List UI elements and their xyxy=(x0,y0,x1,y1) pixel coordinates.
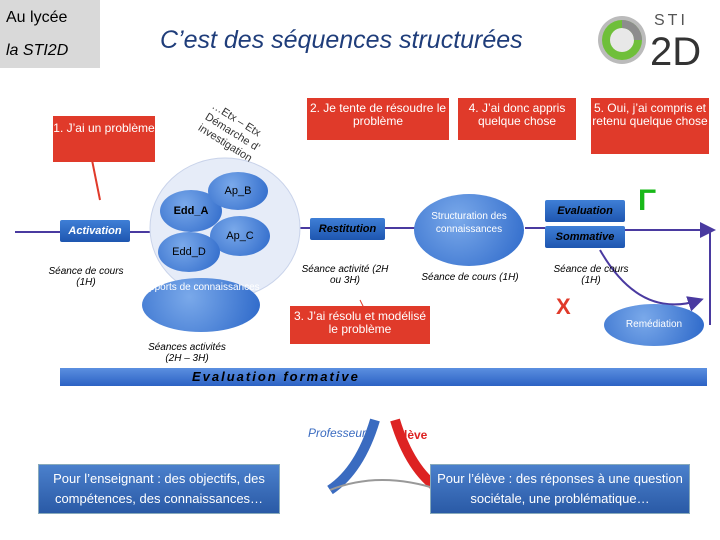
step-3-box: 3. J’ai résolu et modélisé le problème xyxy=(290,306,430,344)
remediation-node: Remédiation xyxy=(604,304,704,346)
caption-seances-activites: Séances activités (2H – 3H) xyxy=(148,342,226,364)
enseignant-box: Pour l’enseignant : des objectifs, des c… xyxy=(38,464,280,514)
step-4-box: 4. J’ai donc appris quelque chose xyxy=(458,98,576,140)
ap-b-node: Ap_B xyxy=(208,172,268,210)
cross-mark-icon: X xyxy=(556,294,571,319)
step-2-box: 2. Je tente de résoudre le problème xyxy=(307,98,449,140)
step-5-box: 5. Oui, j’ai compris et retenu quelque c… xyxy=(591,98,709,154)
logo-text-main: 2D xyxy=(650,30,702,74)
edd-d-node: Edd_D xyxy=(158,232,220,272)
caption-seance-cours-3: Séance de cours (1H) xyxy=(553,264,629,286)
eleve-box: Pour l’élève : des réponses à une questi… xyxy=(430,464,690,514)
evaluation-formative-bar: Evaluation formative xyxy=(60,368,707,386)
check-mark-icon: Γ xyxy=(638,184,657,217)
eleve-label: Elève xyxy=(396,428,428,442)
activation-node: Activation xyxy=(60,220,130,242)
caption-seance-cours-1: Séance de cours (1H) xyxy=(48,266,124,288)
corner-line-1: Au lycée xyxy=(6,9,68,26)
apports-node: Apports de connaissances xyxy=(142,278,260,332)
step-1-box: 1. J’ai un problème xyxy=(53,116,155,162)
ap-c-node: Ap_C xyxy=(210,216,270,256)
caption-seance-cours-2: Séance de cours (1H) xyxy=(421,272,519,283)
logo-text-top: STI xyxy=(654,12,688,29)
page-title: C’est des séquences structurées xyxy=(160,26,523,54)
corner-line-2: la STI2D xyxy=(6,42,69,59)
corner-label-box: Au lycée la STI2D xyxy=(0,0,100,68)
evaluation-formative-label: Evaluation formative xyxy=(192,369,360,384)
structuration-node: Structuration des connaissances xyxy=(414,194,524,266)
professeur-label: Professeur xyxy=(308,426,367,440)
sommative-node: Sommative xyxy=(545,226,625,248)
sti2d-logo-icon xyxy=(598,16,646,64)
evaluation-node: Evaluation xyxy=(545,200,625,222)
restitution-node: Restitution xyxy=(310,218,385,240)
caption-seance-activite: Séance activité (2H ou 3H) xyxy=(301,264,389,286)
